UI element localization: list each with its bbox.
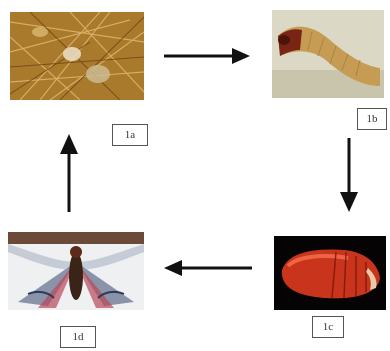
arrow-down-icon <box>338 136 360 212</box>
label-1a: 1a <box>112 124 148 146</box>
arrow-left-icon <box>164 258 254 278</box>
label-1d: 1d <box>60 326 96 348</box>
arrow-right-icon <box>162 46 250 66</box>
photo-pupa <box>274 236 386 310</box>
arrow-up-icon <box>58 134 80 214</box>
photo-adult-moth <box>8 232 144 310</box>
photo-egg <box>10 12 144 100</box>
photo-larva <box>272 10 384 98</box>
label-1b: 1b <box>357 108 387 130</box>
label-1c: 1c <box>312 316 344 338</box>
